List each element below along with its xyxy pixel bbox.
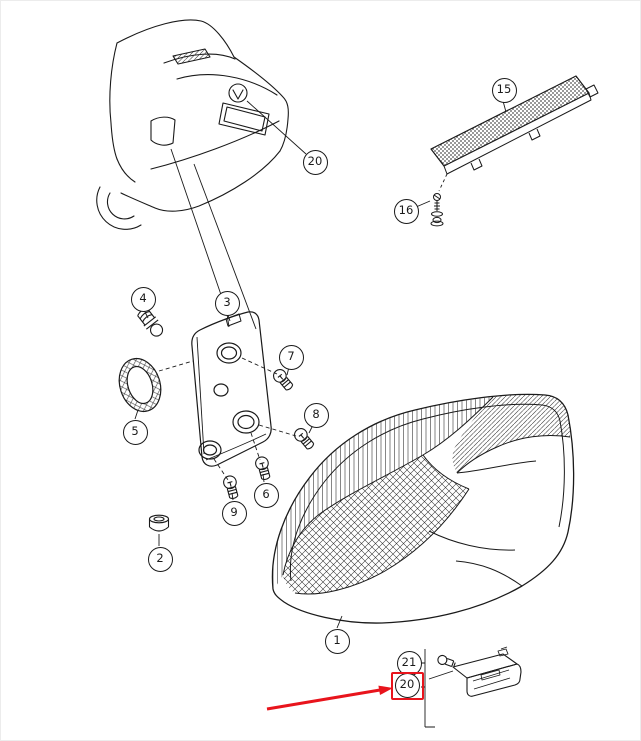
callout-2: 2 xyxy=(147,546,173,572)
callout-16: 16 xyxy=(393,198,419,224)
callout-1: 1 xyxy=(324,628,350,654)
callout-21-label: 21 xyxy=(401,655,417,670)
callout-9: 9 xyxy=(221,500,247,526)
highlight-arrow xyxy=(266,685,393,711)
callout-3-label: 3 xyxy=(223,295,231,310)
callout-7-label: 7 xyxy=(287,349,295,364)
callout-20-highlighted: 20 xyxy=(394,672,420,698)
gasket-guide-line xyxy=(158,360,194,372)
bulb-9 xyxy=(221,474,241,501)
callout-20: 20 xyxy=(302,149,328,175)
callout-16-label: 16 xyxy=(398,203,414,218)
callout-5-label: 5 xyxy=(131,424,139,439)
socket-cap xyxy=(148,514,170,532)
callout-1-label: 1 xyxy=(333,633,341,648)
bulbs-group xyxy=(213,357,317,501)
bulb-carrier-plate xyxy=(191,311,272,467)
bulb-8 xyxy=(291,425,317,453)
license-plate-light xyxy=(420,646,522,728)
callout-3: 3 xyxy=(214,290,240,316)
tail-light-lens xyxy=(271,393,575,624)
high-mount-brake-light xyxy=(430,75,599,175)
car-rear-view xyxy=(96,19,289,230)
callout-4: 4 xyxy=(130,286,156,312)
callout-8: 8 xyxy=(303,402,329,428)
brake-light-screw xyxy=(430,173,448,227)
callout-7: 7 xyxy=(278,344,304,370)
callout-15: 15 xyxy=(491,77,517,103)
callout-21: 21 xyxy=(396,650,422,676)
callout-4-label: 4 xyxy=(139,291,147,306)
callout-15-label: 15 xyxy=(496,82,512,97)
callout-6: 6 xyxy=(253,482,279,508)
callout-5: 5 xyxy=(122,419,148,445)
bulb-7 xyxy=(270,366,296,394)
license-plate-recess xyxy=(218,102,270,136)
callout-6-label: 6 xyxy=(262,487,270,502)
highlight-box xyxy=(391,671,424,700)
brake-light-location-hatch xyxy=(172,48,211,65)
callout-2-label: 2 xyxy=(156,551,164,566)
callout-9-label: 9 xyxy=(230,505,238,520)
callout-8-label: 8 xyxy=(312,407,320,422)
tail-light-on-car xyxy=(150,116,176,146)
gasket-seal xyxy=(118,357,162,413)
callout-20-highlighted-label: 20 xyxy=(399,677,415,692)
callout-20-label: 20 xyxy=(307,154,323,169)
vw-emblem-icon xyxy=(228,83,248,103)
